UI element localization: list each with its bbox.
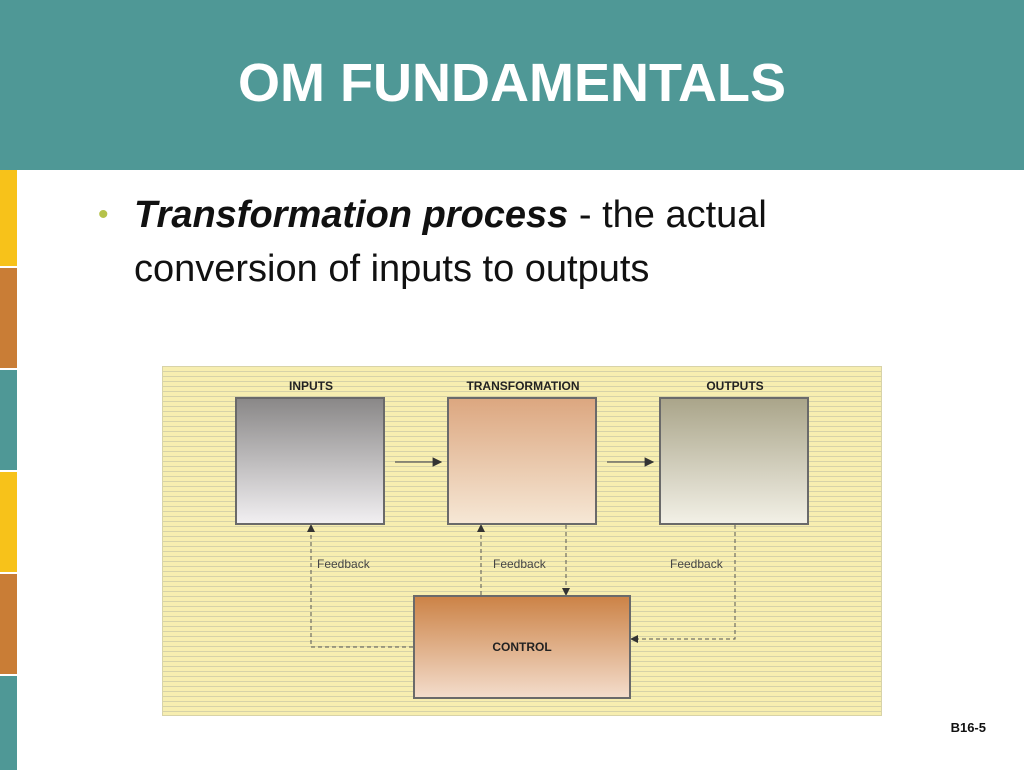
page-number: B16-5 — [950, 720, 986, 735]
bullet-dot-icon: • — [98, 198, 109, 231]
bullet-term: Transformation process — [134, 194, 569, 236]
bullet-text: Transformation process - the actual conv… — [134, 188, 934, 296]
side-block-2 — [0, 266, 17, 368]
side-block-5 — [0, 572, 17, 674]
feedback-line-outputs — [630, 525, 736, 643]
side-block-1 — [0, 170, 17, 266]
slide-title: OM FUNDAMENTALS — [238, 53, 786, 113]
diagram-connectors — [307, 457, 736, 648]
header-band: OM FUNDAMENTALS — [0, 0, 1024, 170]
control-label: CONTROL — [492, 640, 552, 654]
feedback-label-inputs: Feedback — [317, 557, 370, 571]
control-box: CONTROL — [413, 595, 631, 699]
column-label-transformation: TRANSFORMATION — [466, 379, 580, 393]
transformation-diagram: INPUTS TRANSFORMATION OUTPUTS Feedback F… — [162, 366, 882, 716]
side-block-4 — [0, 470, 17, 572]
feedback-label-outputs: Feedback — [670, 557, 723, 571]
transformation-box — [447, 397, 597, 525]
feedback-label-transformation: Feedback — [493, 557, 546, 571]
side-block-6 — [0, 674, 17, 770]
inputs-box — [235, 397, 385, 525]
bullet-definition: - the actual conversion of inputs to out… — [134, 194, 767, 290]
outputs-box — [659, 397, 809, 525]
column-label-inputs: INPUTS — [288, 379, 333, 393]
side-color-strip — [0, 170, 17, 770]
feedback-line-inputs — [307, 524, 413, 648]
column-label-outputs: OUTPUTS — [706, 379, 764, 393]
side-block-3 — [0, 368, 17, 470]
